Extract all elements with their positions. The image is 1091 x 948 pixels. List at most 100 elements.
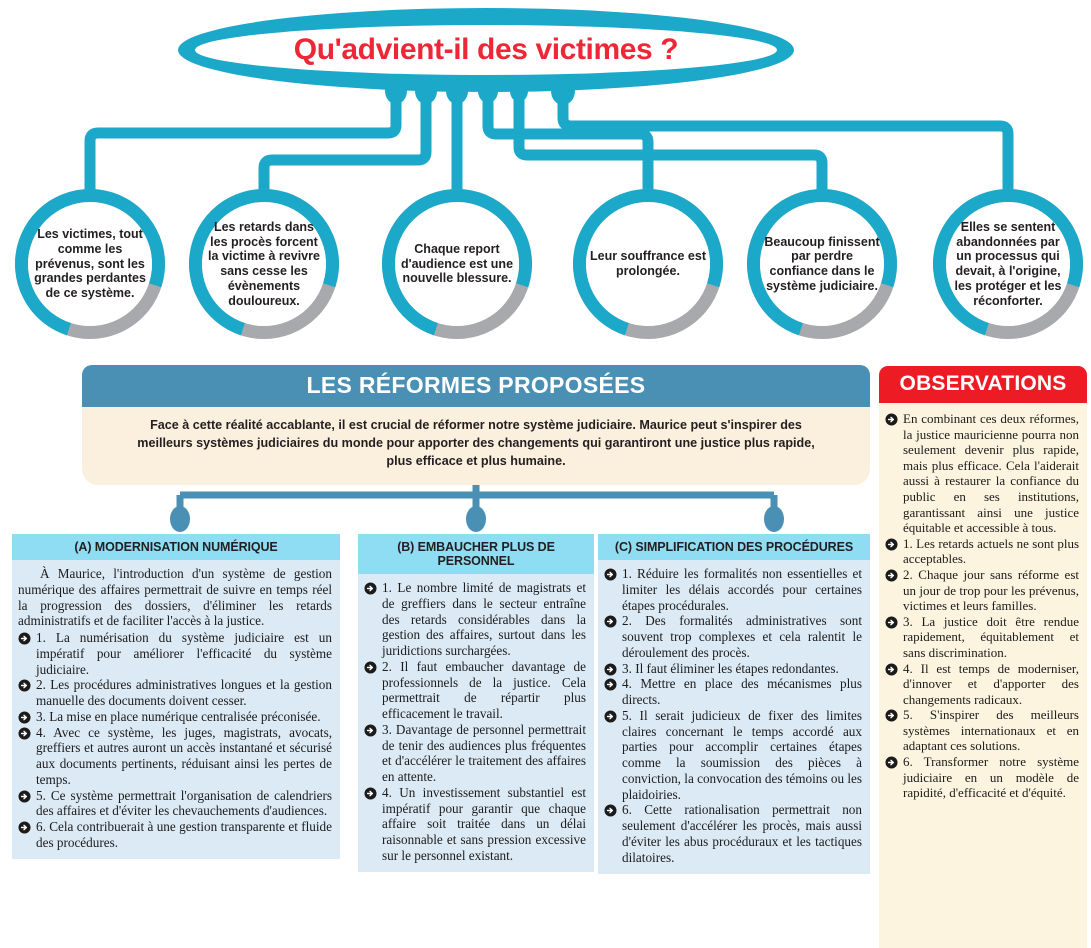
arrow-circle-icon — [885, 709, 898, 722]
victim-circle-3: Chaque report d'audience est une nouvell… — [356, 163, 558, 365]
list-item-text: 4. Avec ce système, les juges, magistrat… — [36, 724, 332, 787]
list-item: 1. Le nombre limité de magistrats et de … — [364, 580, 586, 659]
reform-column-c: (C) SIMPLIFICATION DES PROCÉDURES 1. Réd… — [598, 534, 870, 874]
list-item-text: 3. La justice doit être rendue rapidemen… — [903, 613, 1079, 660]
list-item: 2. Il faut embaucher davantage de profes… — [364, 659, 586, 722]
victim-circle-1: Les victimes, tout comme les prévenus, s… — [0, 163, 191, 365]
arrow-circle-icon — [885, 413, 898, 426]
arrow-circle-icon — [364, 787, 377, 800]
arrow-circle-icon — [18, 790, 31, 803]
list-item-text: 6. Transformer notre système judiciaire … — [903, 754, 1079, 801]
arrow-circle-icon — [885, 616, 898, 629]
circle-inner: Leur souffrance est prolongée. — [586, 202, 710, 326]
list-item-text: 3. La mise en place numérique centralisé… — [36, 708, 321, 724]
list-item: 6. Transformer notre système judiciaire … — [885, 754, 1079, 801]
list-item: 2. Des formalités administratives sont s… — [604, 613, 862, 660]
list-item-text: 3. Il faut éliminer les étapes redondant… — [622, 660, 839, 676]
reform-dot-a — [170, 506, 190, 532]
reforms-section: LES RÉFORMES PROPOSÉES Face à cette réal… — [82, 365, 870, 485]
arrow-circle-icon — [604, 663, 617, 676]
arrow-circle-icon — [885, 569, 898, 582]
list-item-text: 4. Un investissement substantiel est imp… — [382, 784, 586, 864]
page-title: Qu'advient-il des victimes ? — [293, 33, 679, 66]
circle-inner: Les victimes, tout comme les prévenus, s… — [28, 202, 152, 326]
arrow-circle-icon — [885, 756, 898, 769]
circle-label-5: Beaucoup finissent par perdre confiance … — [764, 234, 880, 293]
list-item-text: 6. Cette rationalisation permettrait non… — [622, 802, 862, 865]
list-item-text: 1. La numérisation du système judiciaire… — [36, 630, 332, 677]
victim-circle-4: Leur souffrance est prolongée. — [547, 163, 749, 365]
column-a-body: À Maurice, l'introduction d'un système d… — [12, 560, 340, 859]
list-item-text: 5. Ce système permettrait l'organisation… — [36, 787, 332, 819]
reforms-header: LES RÉFORMES PROPOSÉES — [82, 365, 870, 407]
reforms-intro-text: Face à cette réalité accablante, il est … — [82, 407, 870, 485]
reform-column-a: (A) MODERNISATION NUMÉRIQUE À Maurice, l… — [12, 534, 340, 859]
circle-inner: Elles se sentent abandonnées par un proc… — [946, 202, 1070, 326]
column-c-header: (C) SIMPLIFICATION DES PROCÉDURES — [598, 534, 870, 560]
arrow-circle-icon — [18, 711, 31, 724]
list-item: 4. Un investissement substantiel est imp… — [364, 785, 586, 864]
list-item: 1. Réduire les formalités non essentiell… — [604, 566, 862, 613]
title-banner: Qu'advient-il des victimes ? — [178, 8, 794, 92]
list-item-text: 1. Le nombre limité de magistrats et de … — [382, 580, 586, 659]
arrow-circle-icon — [885, 538, 898, 551]
victim-circle-2: Les retards dans les procès forcent la v… — [163, 163, 365, 365]
circle-inner: Beaucoup finissent par perdre confiance … — [760, 202, 884, 326]
victim-circle-5: Beaucoup finissent par perdre confiance … — [721, 163, 923, 365]
arrow-circle-icon — [604, 568, 617, 581]
circle-label-1: Les victimes, tout comme les prévenus, s… — [34, 227, 146, 301]
list-item-text: 6. Cela contribuerait à une gestion tran… — [36, 819, 332, 851]
arrow-circle-icon — [604, 678, 617, 691]
reform-column-b: (B) EMBAUCHER PLUS DE PERSONNEL 1. Le no… — [358, 534, 594, 872]
observations-body: En combinant ces deux réformes, la justi… — [879, 403, 1087, 948]
arrow-circle-icon — [18, 632, 31, 645]
list-item-text: 5. Il serait judicieux de fixer des limi… — [622, 707, 862, 802]
column-b-body: 1. Le nombre limité de magistrats et de … — [358, 574, 594, 872]
list-item: 1. La numérisation du système judiciaire… — [18, 630, 332, 677]
circle-label-3: Chaque report d'audience est une nouvell… — [400, 241, 514, 286]
column-a-header: (A) MODERNISATION NUMÉRIQUE — [12, 534, 340, 560]
list-item-text: 1. Les retards actuels ne sont plus acce… — [903, 535, 1079, 567]
list-item: 3. Il faut éliminer les étapes redondant… — [604, 661, 862, 677]
arrow-circle-icon — [885, 662, 898, 676]
list-item: 4. Mettre en place des mécanismes plus d… — [604, 676, 862, 708]
arrow-circle-icon — [364, 724, 377, 737]
circle-label-6: Elles se sentent abandonnées par un proc… — [954, 219, 1062, 308]
list-item-text: 5. S'inspirer des meilleurs systèmes int… — [903, 707, 1079, 754]
list-item-text: 3. Davantage de personnel permettrait de… — [382, 721, 586, 785]
column-a-intro: À Maurice, l'introduction d'un système d… — [18, 566, 332, 629]
list-item: 6. Cela contribuerait à une gestion tran… — [18, 819, 332, 851]
list-item-text: 2. Chaque jour sans réforme est un jour … — [903, 566, 1079, 614]
list-item: 2. Chaque jour sans réforme est un jour … — [885, 567, 1079, 614]
list-item-text: 2. Des formalités administratives sont s… — [622, 613, 862, 660]
list-item: 4. Il est temps de moderniser, d'innover… — [885, 661, 1079, 708]
arrow-circle-icon — [364, 582, 377, 595]
arrow-circle-icon — [604, 804, 617, 817]
list-item-text: En combinant ces deux réformes, la justi… — [903, 411, 1079, 536]
column-c-body: 1. Réduire les formalités non essentiell… — [598, 560, 870, 874]
circle-inner: Les retards dans les procès forcent la v… — [202, 202, 326, 326]
list-item: 5. Il serait judicieux de fixer des limi… — [604, 708, 862, 803]
list-item: 5. Ce système permettrait l'organisation… — [18, 788, 332, 820]
arrow-circle-icon — [604, 615, 617, 628]
list-item-text: 4. Mettre en place des mécanismes plus d… — [622, 676, 862, 708]
observations-panel: OBSERVATIONS En combinant ces deux réfor… — [879, 366, 1087, 948]
list-item: 2. Les procédures administratives longue… — [18, 677, 332, 709]
arrow-circle-icon — [18, 727, 31, 740]
list-item: En combinant ces deux réformes, la justi… — [885, 411, 1079, 536]
circle-label-2: Les retards dans les procès forcent la v… — [208, 219, 320, 308]
list-item: 5. S'inspirer des meilleurs systèmes int… — [885, 707, 1079, 754]
circle-label-4: Leur souffrance est prolongée. — [590, 249, 707, 278]
observations-header: OBSERVATIONS — [879, 366, 1087, 403]
list-item-text: 2. Il faut embaucher davantage de profes… — [382, 658, 586, 722]
list-item-text: 2. Les procédures administratives longue… — [36, 677, 332, 709]
arrow-circle-icon — [604, 710, 617, 723]
list-item-text: 1. Réduire les formalités non essentiell… — [622, 566, 862, 613]
list-item-text: 4. Il est temps de moderniser, d'innover… — [903, 660, 1079, 707]
circle-inner: Chaque report d'audience est une nouvell… — [395, 202, 519, 326]
arrow-circle-icon — [18, 821, 31, 834]
column-b-header: (B) EMBAUCHER PLUS DE PERSONNEL — [358, 534, 594, 574]
list-item: 3. La justice doit être rendue rapidemen… — [885, 614, 1079, 661]
list-item: 3. Davantage de personnel permettrait de… — [364, 722, 586, 785]
list-item: 1. Les retards actuels ne sont plus acce… — [885, 536, 1079, 567]
